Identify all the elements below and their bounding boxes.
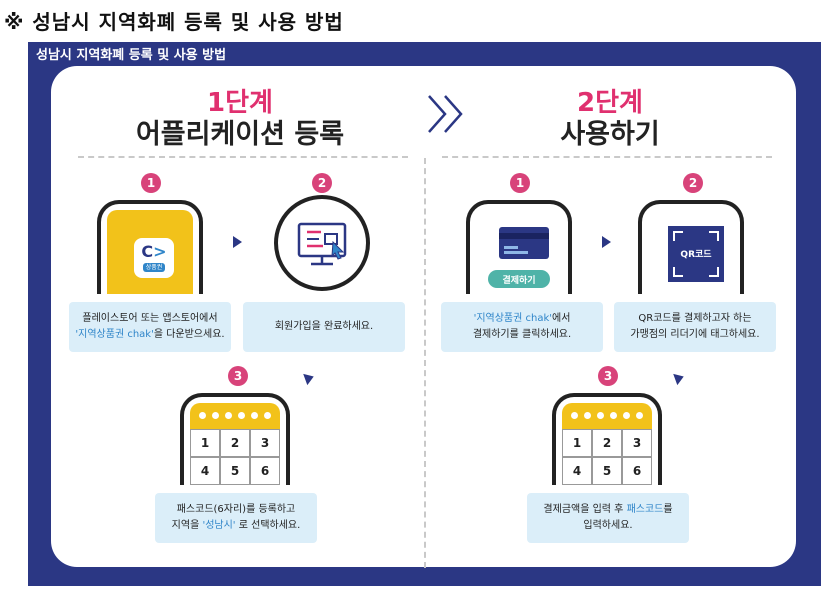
- phone-download: C> 상품권: [97, 200, 203, 294]
- qr-frame-icon: QR코드: [668, 226, 724, 282]
- stage2-number: 2단계: [577, 88, 643, 118]
- qr-label: QR코드: [680, 250, 712, 260]
- next-arrow-icon: [602, 236, 611, 248]
- section-separator: [78, 156, 408, 158]
- chak-app-icon: C> 상품권: [134, 238, 174, 278]
- keypad-key: 3: [622, 429, 652, 457]
- step-callout: '지역상품권 chak'에서 결제하기를 클릭하세요.: [441, 302, 603, 352]
- document-heading: ※ 성남시 지역화폐 등록 및 사용 방법: [4, 10, 344, 34]
- stage2-title: 사용하기: [560, 119, 660, 150]
- keypad-key: 6: [250, 457, 280, 485]
- next-arrow-icon: [233, 236, 242, 248]
- keypad-key: 3: [250, 429, 280, 457]
- passcode-keypad: 1 2 3 4 5 6: [562, 429, 652, 485]
- keypad-key: 2: [220, 429, 250, 457]
- step-callout: 플레이스토어 또는 앱스토어에서 '지역상품권 chak'을 다운받으세요.: [69, 302, 231, 352]
- stage-divider: [424, 158, 426, 568]
- step-badge: 2: [312, 173, 332, 193]
- keypad-key: 5: [592, 457, 622, 485]
- step-badge: 3: [598, 366, 618, 386]
- keypad-key: 4: [190, 457, 220, 485]
- stage1-number: 1단계: [207, 88, 273, 118]
- pay-button[interactable]: 결제하기: [488, 270, 550, 288]
- phone-qr: QR코드: [638, 200, 744, 294]
- step-callout: 회원가입을 완료하세요.: [243, 302, 405, 352]
- monitor-signup-icon: [297, 222, 347, 266]
- phone-amount: 1 2 3 4 5 6: [552, 393, 662, 485]
- keypad-key: 5: [220, 457, 250, 485]
- step-badge: 2: [683, 173, 703, 193]
- keypad-key: 1: [562, 429, 592, 457]
- step-badge: 1: [141, 173, 161, 193]
- keypad-key: 4: [562, 457, 592, 485]
- guide-frame-title: 성남시 지역화폐 등록 및 사용 방법: [36, 48, 227, 63]
- keypad-key: 2: [592, 429, 622, 457]
- phone-pay: 결제하기: [466, 200, 572, 294]
- stage1-title: 어플리케이션 등록: [135, 119, 345, 150]
- step-callout: 결제금액을 입력 후 패스코드를 입력하세요.: [527, 493, 689, 543]
- phone-passcode: 1 2 3 4 5 6: [180, 393, 290, 485]
- section-separator: [442, 156, 772, 158]
- chevron-right-icon: [428, 95, 463, 133]
- passcode-keypad: 1 2 3 4 5 6: [190, 429, 280, 485]
- app-label: 상품권: [142, 263, 166, 272]
- step-callout: QR코드를 결제하고자 하는 가맹점의 리더기에 태그하세요.: [614, 302, 776, 352]
- step-badge: 3: [228, 366, 248, 386]
- step-callout: 패스코드(6자리)를 등록하고 지역을 '성남시' 로 선택하세요.: [155, 493, 317, 543]
- step-badge: 1: [510, 173, 530, 193]
- keypad-key: 1: [190, 429, 220, 457]
- card-icon: [499, 227, 549, 259]
- keypad-key: 6: [622, 457, 652, 485]
